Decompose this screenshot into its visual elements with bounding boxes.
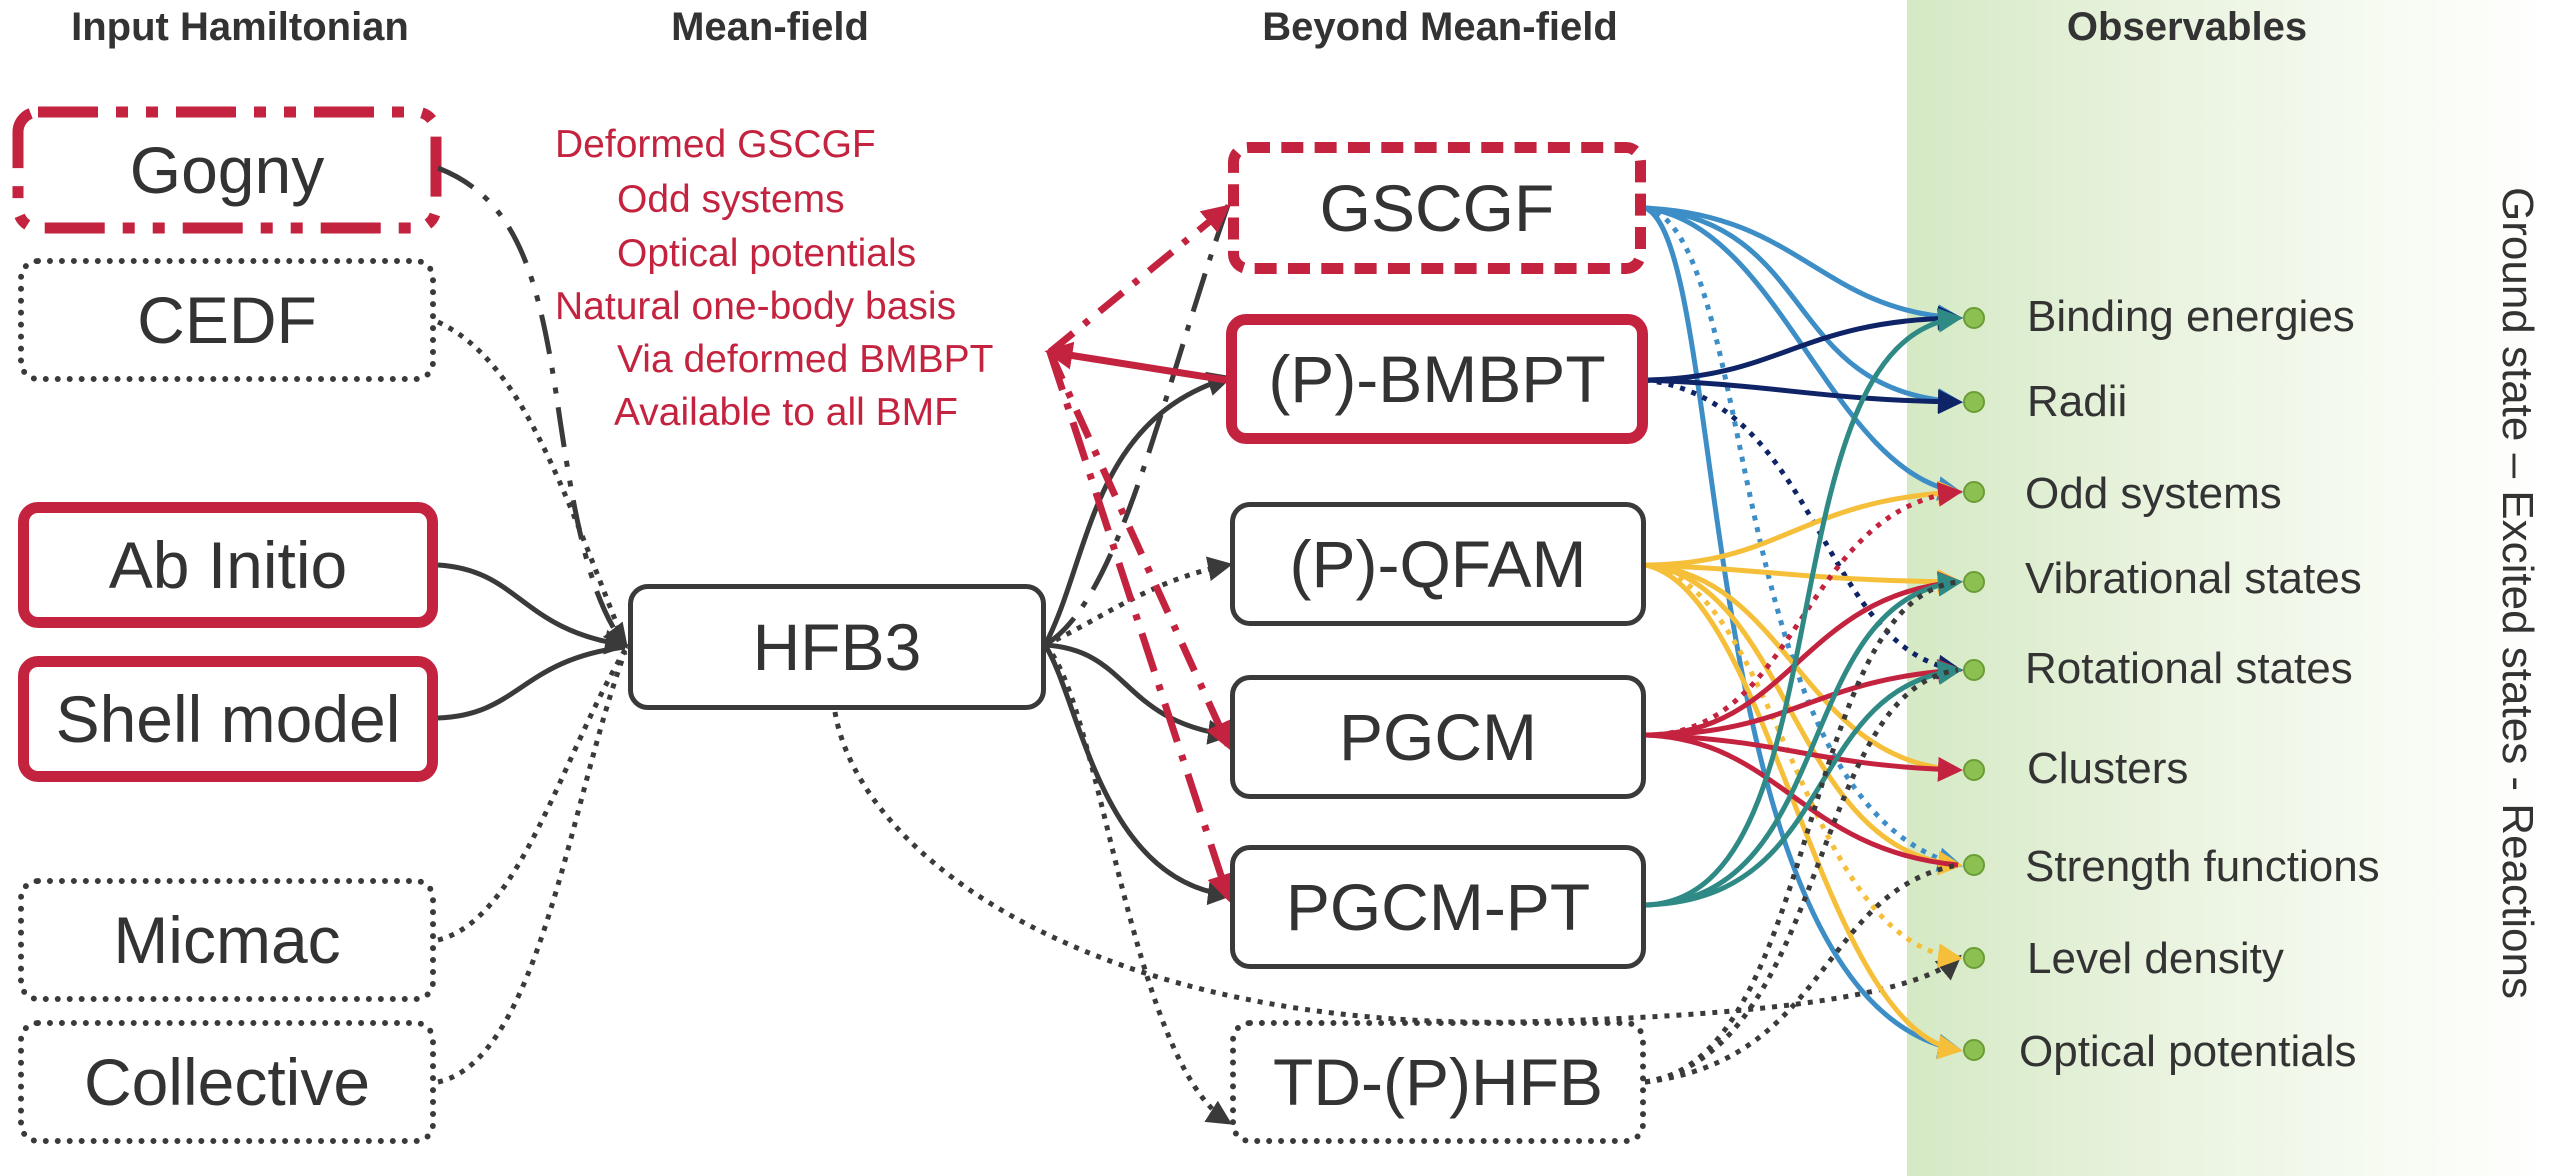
gogny-to-hfb3-line (437, 165, 629, 649)
annotation-line-3: Optical potentials (617, 232, 917, 275)
collective-to-hfb3-line (437, 651, 628, 1085)
bmbpt-links (1644, 305, 1963, 680)
observable-dot-radii (1963, 391, 1985, 413)
observable-dot-odd-systems (1963, 481, 1985, 503)
observable-optical-potentials: Optical potentials (2019, 1027, 2357, 1076)
annotation-line-4: Natural one-body basis (555, 285, 957, 328)
header-mean-field: Mean-field (671, 5, 869, 49)
input-box-micmac[interactable]: Micmac (18, 878, 436, 1002)
annotation-line-1: Deformed GSCGF (555, 123, 876, 166)
beyond-label-gscgf: GSCGF (1319, 171, 1555, 245)
hfb3-to-gscgf-line (1043, 204, 1231, 648)
beyond-label-qfam: (P)-QFAM (1289, 527, 1587, 601)
observable-strength-functions: Strength functions (2025, 842, 2380, 891)
hfb3-to-bmbpt-line (1042, 371, 1233, 647)
micmac-to-hfb3-line (437, 648, 628, 943)
cedf-to-hfb3-line (436, 319, 628, 646)
mean-field-box-hfb3[interactable]: HFB3 (628, 584, 1046, 710)
observable-radii: Radii (2027, 377, 2128, 426)
bmbpt-to-annotation-arrow (1044, 341, 1227, 384)
input-label-cedf: CEDF (137, 283, 317, 357)
observable-dot-level-density (1963, 947, 1985, 969)
beyond-label-pgcm-pt: PGCM-PT (1285, 870, 1591, 944)
hfb3-to-qfam-line (1043, 556, 1233, 648)
side-title: Ground state – Excited states - Reaction… (2490, 10, 2544, 1176)
input-label-micmac: Micmac (113, 903, 341, 977)
input-box-cedf[interactable]: CEDF (18, 258, 436, 382)
observable-clusters: Clusters (2027, 744, 2189, 793)
shellmodel-to-hfb3-line (437, 644, 626, 721)
side-title-text: Ground state – Excited states - Reaction… (2493, 187, 2542, 999)
beyond-box-tdhfb[interactable]: TD-(P)HFB (1230, 1020, 1646, 1144)
input-box-gogny[interactable]: Gogny (18, 112, 436, 228)
annotation-line-5: Via deformed BMBPT (617, 338, 994, 381)
beyond-box-pgcm-pt[interactable]: PGCM-PT (1230, 845, 1646, 969)
qfam-links (1644, 480, 1963, 1060)
beyond-box-gscgf[interactable]: GSCGF (1228, 142, 1646, 274)
input-box-collective[interactable]: Collective (18, 1020, 436, 1144)
header-observables: Observables (2066, 5, 2308, 49)
observable-dot-rotational-states (1963, 659, 1985, 681)
input-label-ab-initio: Ab Initio (108, 528, 348, 602)
annotation-to-pgcm-arrow (1046, 350, 1232, 751)
beyond-label-bmbpt: (P)-BMBPT (1268, 342, 1606, 416)
annotation-line-6: Available to all BMF (614, 391, 958, 434)
observable-dot-vibrational-states (1963, 571, 1985, 593)
annotation-line-2: Odd systems (617, 178, 845, 221)
gscgf-links (1643, 205, 1963, 1059)
beyond-box-pgcm[interactable]: PGCM (1230, 675, 1646, 799)
tdhfb-links (1644, 579, 1959, 1085)
mean-field-label-hfb3: HFB3 (752, 610, 922, 684)
beyond-label-pgcm: PGCM (1339, 700, 1537, 774)
observable-binding-energies: Binding energies (2027, 292, 2355, 341)
header-input-hamiltonian: Input Hamiltonian (71, 5, 409, 49)
observable-rotational-states: Rotational states (2025, 644, 2353, 693)
observable-odd-systems: Odd systems (2025, 469, 2282, 518)
beyond-box-bmbpt[interactable]: (P)-BMBPT (1226, 314, 1648, 444)
header-beyond-mean-field: Beyond Mean-field (1262, 5, 1618, 49)
input-box-ab-initio[interactable]: Ab Initio (18, 502, 438, 628)
annotation-to-pgcmpt-arrow (1046, 350, 1235, 903)
hfb3-to-pgcm-line (1044, 642, 1233, 745)
beyond-box-qfam[interactable]: (P)-QFAM (1230, 502, 1646, 626)
observable-level-density: Level density (2027, 934, 2284, 983)
hfb3-to-leveldensity-line (832, 711, 1962, 1025)
hfb3-to-pgcmpt-line (1042, 643, 1233, 906)
input-label-collective: Collective (83, 1045, 371, 1119)
input-box-shell-model[interactable]: Shell model (18, 656, 438, 782)
pgcmpt-links (1644, 307, 1963, 908)
gogny-box-border (12, 106, 442, 234)
beyond-label-tdhfb: TD-(P)HFB (1273, 1045, 1603, 1119)
annotation-to-gscgf-arrow (1047, 204, 1231, 355)
observable-vibrational-states: Vibrational states (2025, 554, 2362, 603)
input-label-shell-model: Shell model (55, 682, 401, 756)
observables-panel (1907, 0, 2550, 1176)
observable-dot-strength-functions (1963, 854, 1985, 876)
observable-dot-optical-potentials (1963, 1039, 1985, 1061)
observable-dot-binding-energies (1963, 307, 1985, 329)
observable-dot-clusters (1963, 759, 1985, 781)
input-label-gogny: Gogny (129, 133, 325, 207)
abinitio-to-hfb3-line (437, 562, 630, 655)
